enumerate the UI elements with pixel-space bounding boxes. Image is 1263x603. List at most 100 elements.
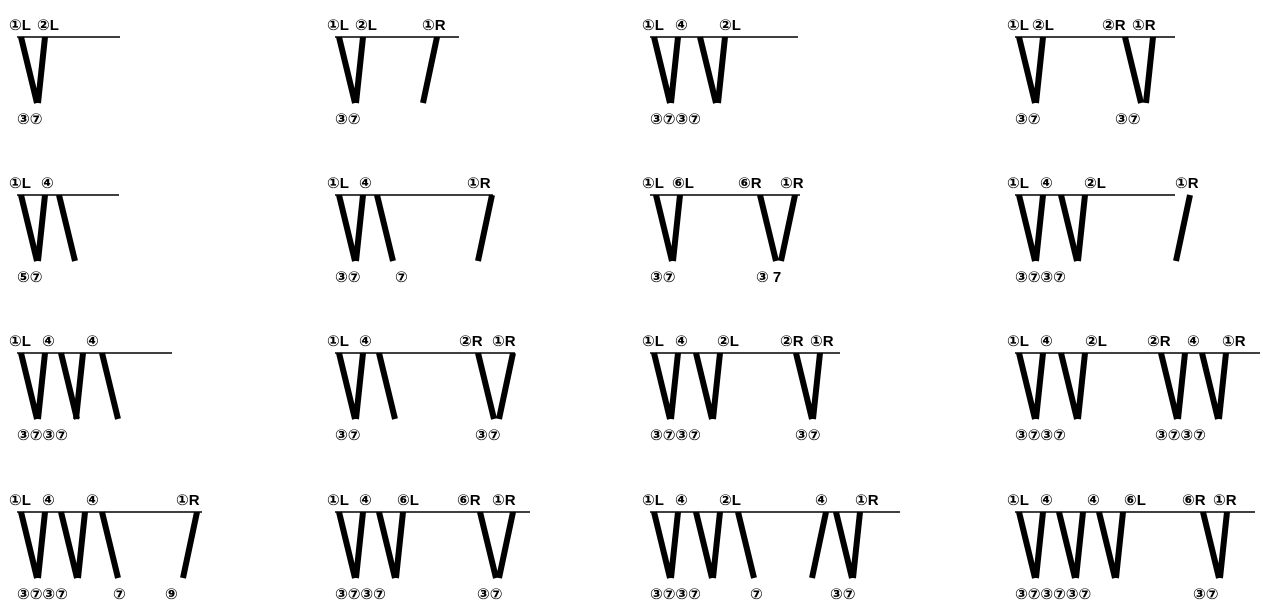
stitch-stroke bbox=[336, 511, 358, 579]
stitch-stroke bbox=[496, 511, 516, 579]
top-label: ②L bbox=[1084, 175, 1106, 192]
top-label: ①L bbox=[642, 17, 664, 34]
top-label: ①L bbox=[327, 175, 349, 192]
bottom-label: ⑦ bbox=[395, 269, 408, 286]
stitch-stroke bbox=[1122, 36, 1144, 104]
stitch-stroke bbox=[1173, 194, 1193, 262]
top-label: ①L bbox=[327, 333, 349, 350]
stitch-stroke bbox=[1056, 511, 1078, 579]
stitch-stroke bbox=[668, 352, 681, 420]
stitch-stroke bbox=[477, 511, 499, 579]
stitch-stroke bbox=[1216, 352, 1229, 420]
top-label: ①L bbox=[327, 17, 349, 34]
stitch-stroke bbox=[35, 511, 48, 579]
bottom-label: ③⑦③⑦ bbox=[17, 586, 68, 603]
top-label: ④ bbox=[42, 333, 55, 350]
top-label: ④ bbox=[359, 175, 372, 192]
top-label: ①R bbox=[855, 492, 879, 509]
top-label: ①L bbox=[1007, 333, 1029, 350]
stitch-stroke bbox=[670, 194, 683, 262]
stitch-stroke bbox=[18, 352, 40, 420]
stitch-stroke bbox=[1033, 36, 1046, 104]
top-label: ④ bbox=[86, 492, 99, 509]
stitch-stroke bbox=[710, 511, 723, 579]
diagram-panel: ①L ④ ④ ③⑦③⑦ bbox=[9, 333, 172, 444]
stitch-stroke bbox=[99, 352, 121, 420]
bottom-label: ③⑦ bbox=[1115, 111, 1140, 128]
top-label: ①L bbox=[642, 333, 664, 350]
top-label: ①R bbox=[1175, 175, 1199, 192]
stitch-stroke bbox=[651, 352, 673, 420]
bottom-label: ③⑦ bbox=[477, 586, 502, 603]
bottom-label: ③⑦③⑦ bbox=[650, 586, 701, 603]
stitch-stroke bbox=[1033, 511, 1046, 579]
stitch-stroke bbox=[651, 36, 673, 104]
stitch-stroke bbox=[1217, 511, 1230, 579]
stitch-stroke bbox=[1075, 194, 1088, 262]
diagram-panel: ①L ④ ①R ③⑦ ⑦ bbox=[327, 175, 495, 286]
stitch-stroke bbox=[73, 352, 86, 420]
stitch-stroke bbox=[735, 511, 757, 579]
top-label: ④ bbox=[359, 492, 372, 509]
stitch-stroke bbox=[1200, 511, 1222, 579]
top-label: ①R bbox=[810, 333, 834, 350]
stitch-stroke bbox=[1016, 352, 1038, 420]
top-label: ①R bbox=[467, 175, 491, 192]
top-label: ①L bbox=[642, 175, 664, 192]
top-label: ④ bbox=[1040, 175, 1053, 192]
stitch-stroke bbox=[668, 511, 681, 579]
stitch-stroke bbox=[793, 352, 815, 420]
stitch-stroke bbox=[18, 194, 40, 262]
top-label: ②R bbox=[459, 333, 483, 350]
stitch-stroke bbox=[374, 194, 396, 262]
bottom-label: ③⑦③⑦ bbox=[1155, 427, 1206, 444]
bottom-label: ③⑦ bbox=[1193, 586, 1218, 603]
stitch-stroke bbox=[475, 352, 497, 420]
top-label: ①R bbox=[780, 175, 804, 192]
top-label: ⑥R bbox=[1182, 492, 1206, 509]
top-label: ④ bbox=[359, 333, 372, 350]
top-label: ④ bbox=[815, 492, 828, 509]
stitch-stroke bbox=[1113, 511, 1126, 579]
stitch-stroke bbox=[1175, 352, 1188, 420]
top-label: ②R bbox=[1147, 333, 1171, 350]
top-label: ②L bbox=[719, 17, 741, 34]
top-label: ④ bbox=[86, 333, 99, 350]
stitch-stroke bbox=[393, 511, 406, 579]
bottom-label: ③⑦ bbox=[335, 269, 360, 286]
stitch-stroke bbox=[757, 194, 779, 262]
top-label: ④ bbox=[675, 492, 688, 509]
stitch-stroke bbox=[1158, 352, 1180, 420]
stitch-stroke bbox=[1058, 352, 1080, 420]
bottom-label: ⑨ bbox=[165, 586, 178, 603]
stitch-stroke bbox=[336, 36, 358, 104]
stitch-stroke bbox=[180, 511, 200, 579]
stitch-stroke bbox=[1058, 194, 1080, 262]
stitch-stroke bbox=[353, 352, 366, 420]
bottom-label: ③⑦③⑦ bbox=[17, 427, 68, 444]
top-label: ⑥R bbox=[457, 492, 481, 509]
stitch-stroke bbox=[1199, 352, 1221, 420]
stitch-stroke bbox=[710, 352, 723, 420]
stitch-stroke bbox=[1016, 36, 1038, 104]
top-label: ②L bbox=[1085, 333, 1107, 350]
top-label: ④ bbox=[1040, 492, 1053, 509]
top-label: ①R bbox=[176, 492, 200, 509]
bottom-label: ③⑦ bbox=[335, 111, 360, 128]
top-label: ⑥R bbox=[738, 175, 762, 192]
top-label: ①L bbox=[1007, 17, 1029, 34]
stitch-stroke bbox=[420, 36, 440, 104]
stitch-stroke bbox=[1075, 352, 1088, 420]
stitch-stroke bbox=[56, 194, 78, 262]
stitch-stroke bbox=[1073, 511, 1086, 579]
top-label: ①L bbox=[9, 333, 31, 350]
bottom-label: ③⑦ bbox=[17, 111, 42, 128]
